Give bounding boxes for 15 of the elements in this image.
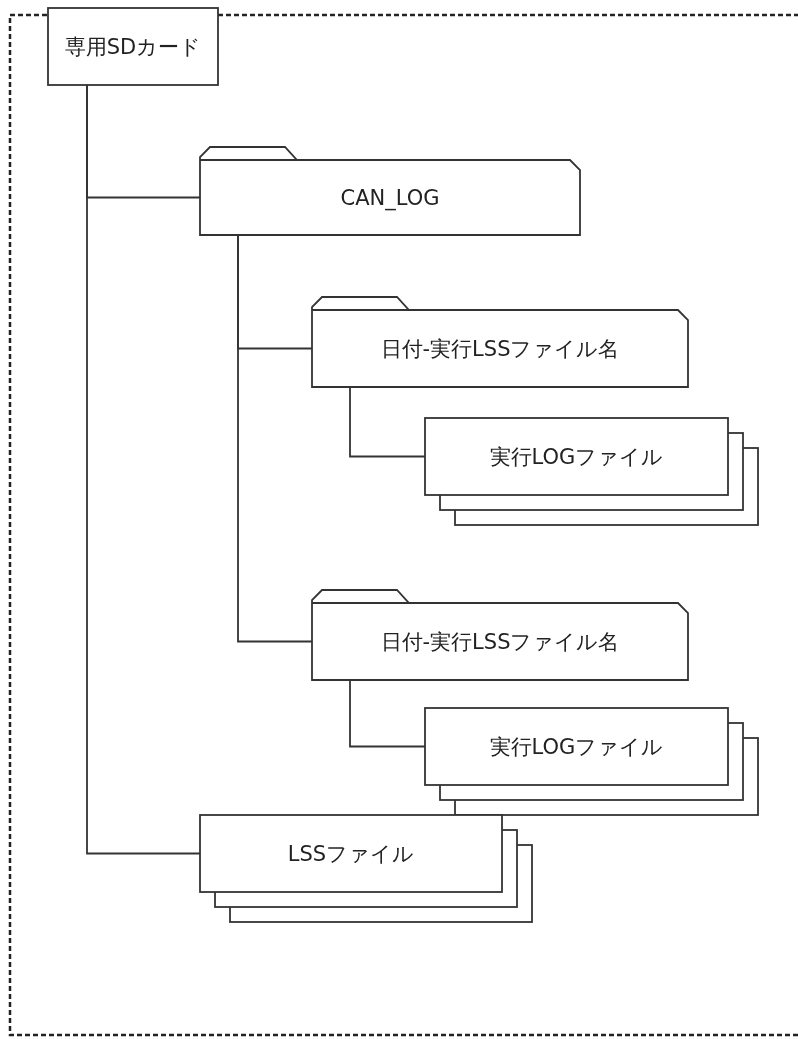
file-name: 実行LOGファイル	[489, 733, 664, 761]
folder-name: 日付-実行LSSファイル名	[380, 335, 620, 363]
storage-box	[48, 8, 218, 85]
folder-name: CAN_LOG	[340, 185, 440, 210]
folder-box	[312, 590, 688, 680]
folder-box	[312, 297, 688, 387]
folder-box	[200, 147, 580, 235]
file-name: 実行LOGファイル	[489, 443, 664, 471]
folder-name: 日付-実行LSSファイル名	[380, 628, 620, 656]
file-name: LSSファイル	[287, 840, 415, 868]
file-stack	[425, 418, 758, 525]
file-stack	[200, 815, 532, 922]
connector-line	[86, 84, 201, 855]
storage-name: 専用SDカード	[64, 33, 202, 61]
file-stack	[425, 708, 758, 815]
